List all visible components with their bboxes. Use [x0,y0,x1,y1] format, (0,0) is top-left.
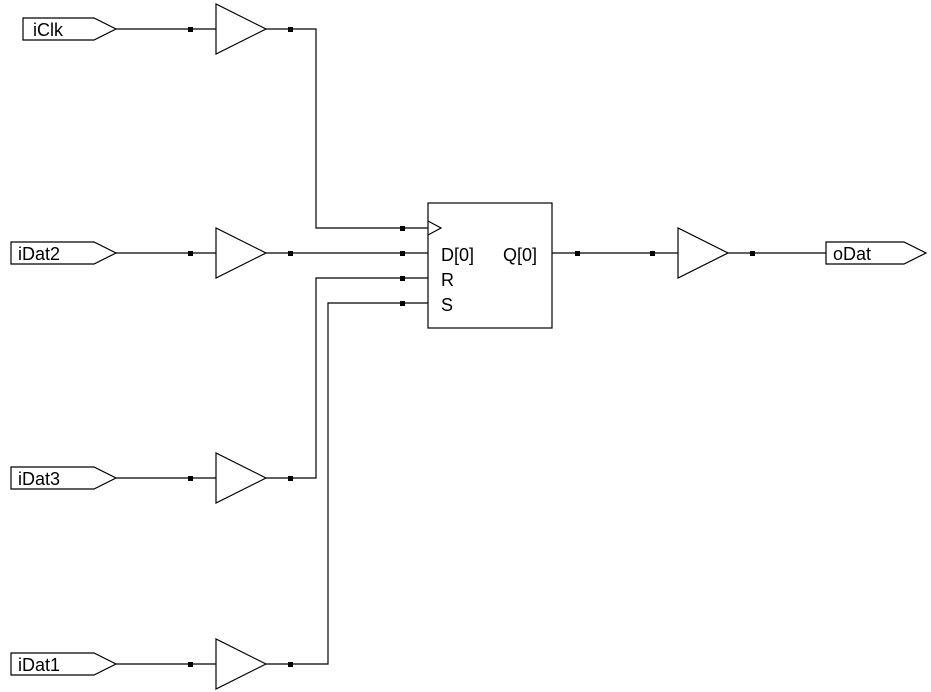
clock-edge-icon [427,220,443,236]
input-port-idat1[interactable]: iDat1 [10,652,118,676]
net-dot [750,251,755,256]
flipflop-s-pin-label: S [441,295,453,315]
wire-dat3-net [266,277,428,479]
net-dot [575,251,580,256]
input-port-idat3-label: iDat3 [18,469,60,489]
net-dot [400,301,405,306]
input-port-idat3[interactable]: iDat3 [10,466,118,490]
output-port-odat[interactable]: oDat [825,241,928,265]
net-dot [288,27,293,32]
flipflop-d-pin-label: D[0] [441,245,474,265]
buffer-dat2[interactable] [215,227,268,279]
buffer-dat1[interactable] [215,638,268,690]
flipflop-q-pin-label: Q[0] [503,245,537,265]
net-dot [188,476,193,481]
net-dot [288,476,293,481]
input-port-idat2-label: iDat2 [18,244,60,264]
wire-clk-net [266,28,428,229]
output-port-odat-label: oDat [833,244,871,264]
buffer-dat3[interactable] [215,452,268,504]
net-dot [400,276,405,281]
net-dot [288,251,293,256]
net-dot [400,251,405,256]
net-dot [188,662,193,667]
net-dot [188,251,193,256]
wire-dat1-net [266,302,428,665]
net-dot [288,662,293,667]
flipflop-r-pin-label: R [441,270,454,290]
input-port-iclk-label: iClk [33,20,64,40]
input-port-idat1-label: iDat1 [18,655,60,675]
flipflop-body [427,202,553,329]
net-dot [650,251,655,256]
buffer-clk[interactable] [215,3,268,55]
buffer-out[interactable] [677,227,730,279]
net-dot [188,27,193,32]
input-port-idat2[interactable]: iDat2 [10,241,118,265]
input-port-iclk[interactable]: iClk [22,17,118,41]
flipflop[interactable]: D[0] Q[0] R S [427,202,553,329]
net-dots [188,27,755,667]
net-dot [400,226,405,231]
